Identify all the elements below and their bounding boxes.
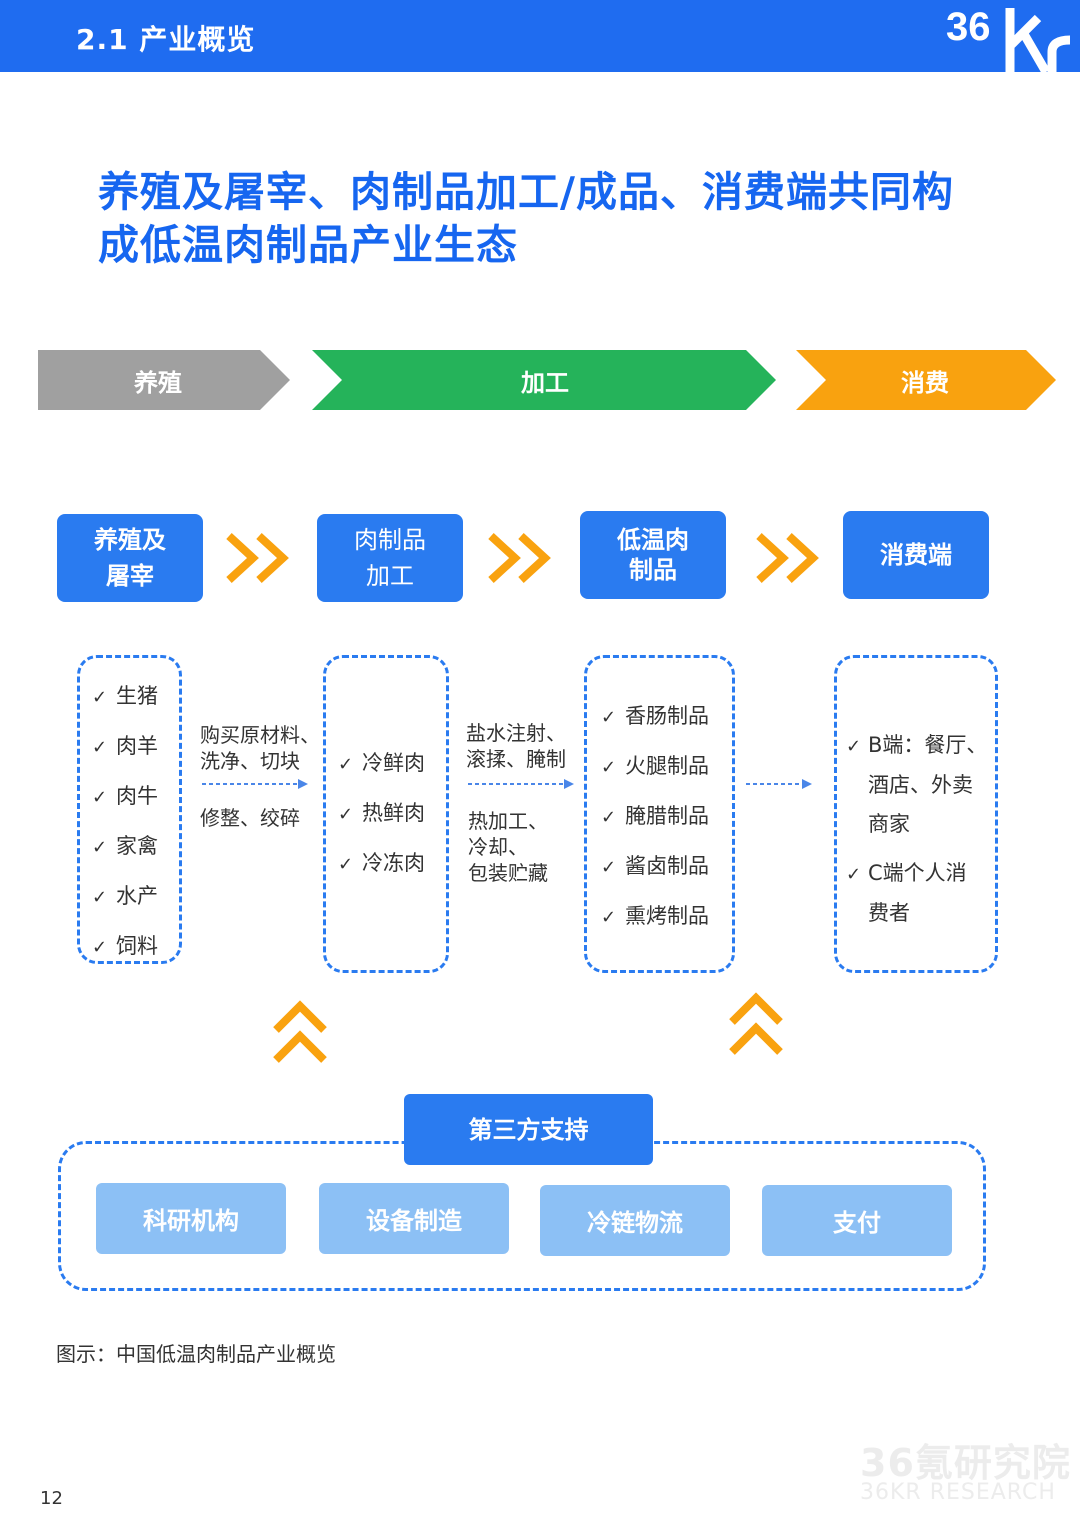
process-note-trim: 修整、绞碎 xyxy=(200,806,300,830)
list-item: ✓冷冻肉 xyxy=(338,851,425,875)
header-bar xyxy=(0,0,1080,72)
support-item-payment: 支付 xyxy=(762,1185,952,1256)
double-chevron-right-icon xyxy=(226,533,289,583)
check-icon: ✓ xyxy=(338,854,354,875)
check-icon: ✓ xyxy=(92,837,108,858)
check-icon: ✓ xyxy=(92,887,108,908)
stage-farming-line1: 养殖及 xyxy=(94,526,166,554)
meat-list-box xyxy=(323,655,449,973)
main-title-line2: 成低温肉制品产业生态 xyxy=(98,221,518,269)
phase-bar xyxy=(38,350,1056,410)
check-icon: ✓ xyxy=(92,737,108,758)
dashed-arrow-right-icon xyxy=(468,779,574,789)
list-item: ✓饲料 xyxy=(92,934,158,958)
list-item: ✓肉牛 xyxy=(92,784,158,808)
double-chevron-up-icon xyxy=(729,992,783,1055)
list-item: ✓熏烤制品 xyxy=(601,904,709,928)
stage-products-line1: 低温肉 xyxy=(617,526,689,554)
check-icon: ✓ xyxy=(338,804,354,825)
list-item: ✓B端：餐厅、 酒店、外卖 商家 xyxy=(846,726,987,844)
farming-list: ✓生猪 ✓肉羊 ✓肉牛 ✓家禽 ✓水产 ✓饲料 xyxy=(92,680,158,980)
list-item: ✓C端个人消 费者 xyxy=(846,854,987,933)
check-icon: ✓ xyxy=(846,864,862,885)
check-icon: ✓ xyxy=(601,757,617,778)
list-item: ✓腌腊制品 xyxy=(601,804,709,828)
list-item: ✓火腿制品 xyxy=(601,754,709,778)
watermark-en: 36KR RESEARCH xyxy=(860,1480,1056,1505)
list-item: ✓肉羊 xyxy=(92,734,158,758)
chevron-label-processing: 加工 xyxy=(521,368,569,397)
check-icon: ✓ xyxy=(601,707,617,728)
double-chevron-right-icon xyxy=(756,533,819,583)
products-list-box xyxy=(584,655,735,973)
dashed-arrow-right-icon xyxy=(746,779,812,789)
stage-low-temp-products: 低温肉 制品 xyxy=(580,511,726,599)
chevron-label-farming: 养殖 xyxy=(134,368,182,397)
list-item: ✓酱卤制品 xyxy=(601,854,709,878)
stage-farming-line2: 屠宰 xyxy=(106,562,154,590)
dashed-arrow-right-icon xyxy=(202,779,308,789)
meat-list: ✓冷鲜肉 ✓热鲜肉 ✓冷冻肉 xyxy=(338,747,425,897)
process-note-heat: 热加工、 冷却、 包装贮藏 xyxy=(468,809,548,885)
stage-products-line2: 制品 xyxy=(629,556,677,584)
page-number: 12 xyxy=(40,1488,63,1509)
support-title: 第三方支持 xyxy=(404,1094,653,1165)
farming-list-box xyxy=(77,655,182,964)
check-icon: ✓ xyxy=(601,857,617,878)
support-item-equipment: 设备制造 xyxy=(319,1183,509,1254)
stage-consumer-line1: 消费端 xyxy=(880,541,952,569)
chevron-farming xyxy=(38,350,290,410)
double-chevron-up-icon xyxy=(273,1000,327,1063)
support-item-cold-chain: 冷链物流 xyxy=(540,1185,730,1256)
check-icon: ✓ xyxy=(846,736,862,757)
support-item-research: 科研机构 xyxy=(96,1183,286,1254)
chevron-consumption xyxy=(796,350,1056,410)
list-item: ✓热鲜肉 xyxy=(338,801,425,825)
check-icon: ✓ xyxy=(338,754,354,775)
stage-farming-slaughter: 养殖及 屠宰 xyxy=(57,514,203,602)
check-icon: ✓ xyxy=(92,787,108,808)
main-title-line1: 养殖及屠宰、肉制品加工/成品、消费端共同构 xyxy=(98,168,954,216)
section-title: 2.1 产业概览 xyxy=(76,23,256,56)
list-item: ✓冷鲜肉 xyxy=(338,751,425,775)
list-item: ✓水产 xyxy=(92,884,158,908)
check-icon: ✓ xyxy=(601,807,617,828)
stage-meat-line2: 加工 xyxy=(366,562,414,590)
consumer-list: ✓B端：餐厅、 酒店、外卖 商家 ✓C端个人消 费者 xyxy=(846,726,987,933)
consumer-list-box xyxy=(834,655,998,973)
process-note-cure: 盐水注射、 滚揉、腌制 xyxy=(466,721,566,771)
stage-meat-line1: 肉制品 xyxy=(354,526,426,554)
chevron-processing xyxy=(312,350,776,410)
figure-caption: 图示：中国低温肉制品产业概览 xyxy=(56,1342,336,1366)
watermark-cn: 36氪研究院 xyxy=(860,1441,1071,1485)
list-item: ✓生猪 xyxy=(92,684,158,708)
check-icon: ✓ xyxy=(92,937,108,958)
chevron-label-consumption: 消费 xyxy=(901,368,949,397)
stage-meat-processing: 肉制品 加工 xyxy=(317,514,463,602)
stage-consumer: 消费端 xyxy=(843,511,989,599)
process-note-prep: 购买原材料、 洗净、切块 xyxy=(200,723,320,773)
list-item: ✓香肠制品 xyxy=(601,704,709,728)
products-list: ✓香肠制品 ✓火腿制品 ✓腌腊制品 ✓酱卤制品 ✓熏烤制品 xyxy=(601,700,709,950)
double-chevron-right-icon xyxy=(488,533,551,583)
svg-text:36: 36 xyxy=(946,5,991,49)
check-icon: ✓ xyxy=(92,687,108,708)
list-item: ✓家禽 xyxy=(92,834,158,858)
36kr-logo: 36 xyxy=(946,5,1071,72)
check-icon: ✓ xyxy=(601,907,617,928)
